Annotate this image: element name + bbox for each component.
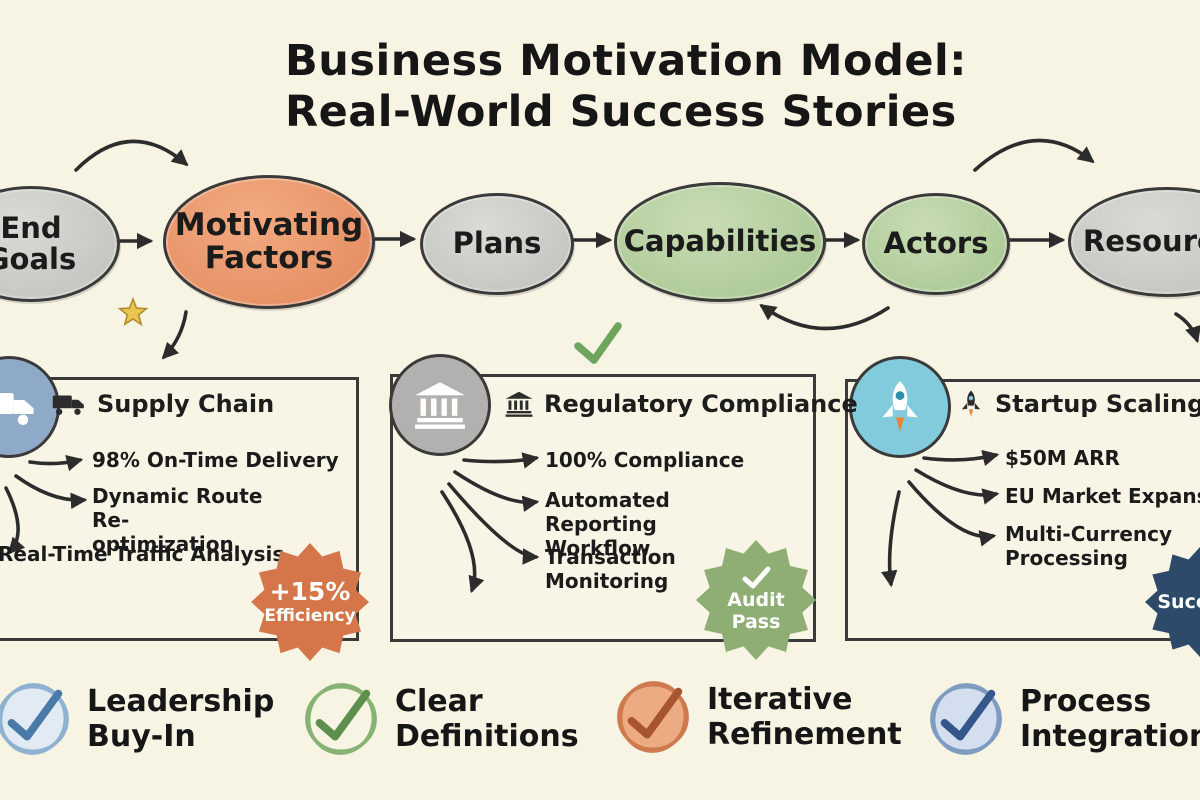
- curved-arrow-top-right: [973, 138, 1095, 172]
- card-header-regulatory-compliance: Regulatory Compliance: [505, 390, 858, 418]
- footer-item-process-integration: Process Integration: [925, 678, 1200, 760]
- flow-node-plans: Plans: [420, 193, 574, 295]
- arrow-right-edge: [1174, 312, 1200, 344]
- check-icon: [305, 683, 377, 755]
- card-header-startup-scaling: Startup Scaling: [958, 390, 1200, 418]
- footer-label-line1: Process: [1020, 683, 1152, 719]
- card2-item-1: 100% Compliance: [545, 448, 745, 472]
- card1-item-1: 98% On-Time Delivery: [92, 448, 339, 472]
- flow-node-label: End Goals: [0, 210, 77, 276]
- badge-line1: Success: [1157, 590, 1200, 613]
- check-icon: [742, 566, 771, 589]
- check-icon: [0, 683, 69, 755]
- card2-item-2: Automated Reporting Workflow: [545, 488, 670, 560]
- check-icon: [617, 681, 689, 753]
- check-icon: [930, 683, 1002, 755]
- footer-item-clear-definitions: Clear Definitions: [300, 678, 579, 760]
- rocket-icon: [961, 390, 981, 417]
- rocket-icon: [849, 356, 951, 458]
- flow-node-capabilities: Capabilities: [614, 182, 826, 302]
- curved-arrow-top-left: [74, 139, 189, 172]
- footer-label-line1: Clear: [395, 683, 483, 719]
- curved-arrow-actors-to-capabilities: [759, 304, 890, 331]
- footer-item-leadership-buy-in: Leadership Buy-In: [0, 678, 274, 760]
- bank-icon: [389, 354, 491, 456]
- footer-label: Leadership Buy-In: [87, 684, 274, 755]
- footer-label-line2: Integration: [1020, 719, 1200, 754]
- card-title: Regulatory Compliance: [544, 390, 858, 418]
- flow-node-resources: Resources: [1068, 187, 1200, 297]
- footer-label-line2: Refinement: [707, 717, 902, 752]
- flow-node-label: Motivating Factors: [174, 206, 364, 276]
- page-title-line1: Business Motivation Model:: [285, 36, 967, 86]
- page-title-line2: Real-World Success Stories: [285, 86, 957, 137]
- card2-item-3: Transaction Monitoring: [545, 545, 676, 593]
- check-icon: [574, 322, 622, 364]
- flow-node-label: Capabilities: [623, 224, 817, 259]
- card-header-supply-chain: Supply Chain: [52, 390, 274, 418]
- badge-line2: Efficiency: [264, 605, 356, 626]
- card3-item-1: $50M ARR: [1005, 446, 1120, 470]
- page-title: Business Motivation Model: Real-World Su…: [285, 36, 967, 137]
- badge-line2: Pass: [731, 611, 781, 634]
- badge-line1: +15%: [269, 577, 351, 607]
- card1-item-3: Real-Time Traffic Analysis: [0, 542, 285, 566]
- flow-node-end-goals: End Goals: [0, 186, 120, 302]
- card3-item-2: EU Market Expansion: [1005, 484, 1200, 508]
- arrow-motivating-to-card: [161, 310, 188, 360]
- flow-node-label: Resources: [1082, 224, 1200, 259]
- flow-node-actors: Actors: [862, 193, 1010, 295]
- footer-label: Clear Definitions: [395, 684, 579, 755]
- footer-label: Iterative Refinement: [707, 682, 902, 753]
- card1-item-2: Dynamic Route Re-optimization: [92, 484, 263, 556]
- card-title: Startup Scaling: [995, 390, 1200, 418]
- footer-label: Process Integration: [1020, 684, 1200, 755]
- footer-label-line2: Buy-In: [87, 719, 196, 754]
- card3-item-3: Multi-Currency Processing: [1005, 522, 1173, 570]
- badge-line1: Audit: [727, 589, 785, 612]
- flow-node-label: Plans: [452, 226, 542, 261]
- bank-icon: [505, 391, 533, 417]
- card-title: Supply Chain: [97, 390, 275, 418]
- truck-icon: [52, 395, 84, 415]
- footer-label-line1: Iterative: [707, 681, 853, 717]
- star-icon: [117, 296, 149, 327]
- flow-node-label: Actors: [883, 226, 989, 261]
- footer-item-iterative-refinement: Iterative Refinement: [612, 676, 902, 758]
- footer-label-line1: Leadership: [87, 683, 275, 719]
- footer-label-line2: Definitions: [395, 719, 579, 754]
- flow-node-motivating-factors: Motivating Factors: [163, 175, 375, 309]
